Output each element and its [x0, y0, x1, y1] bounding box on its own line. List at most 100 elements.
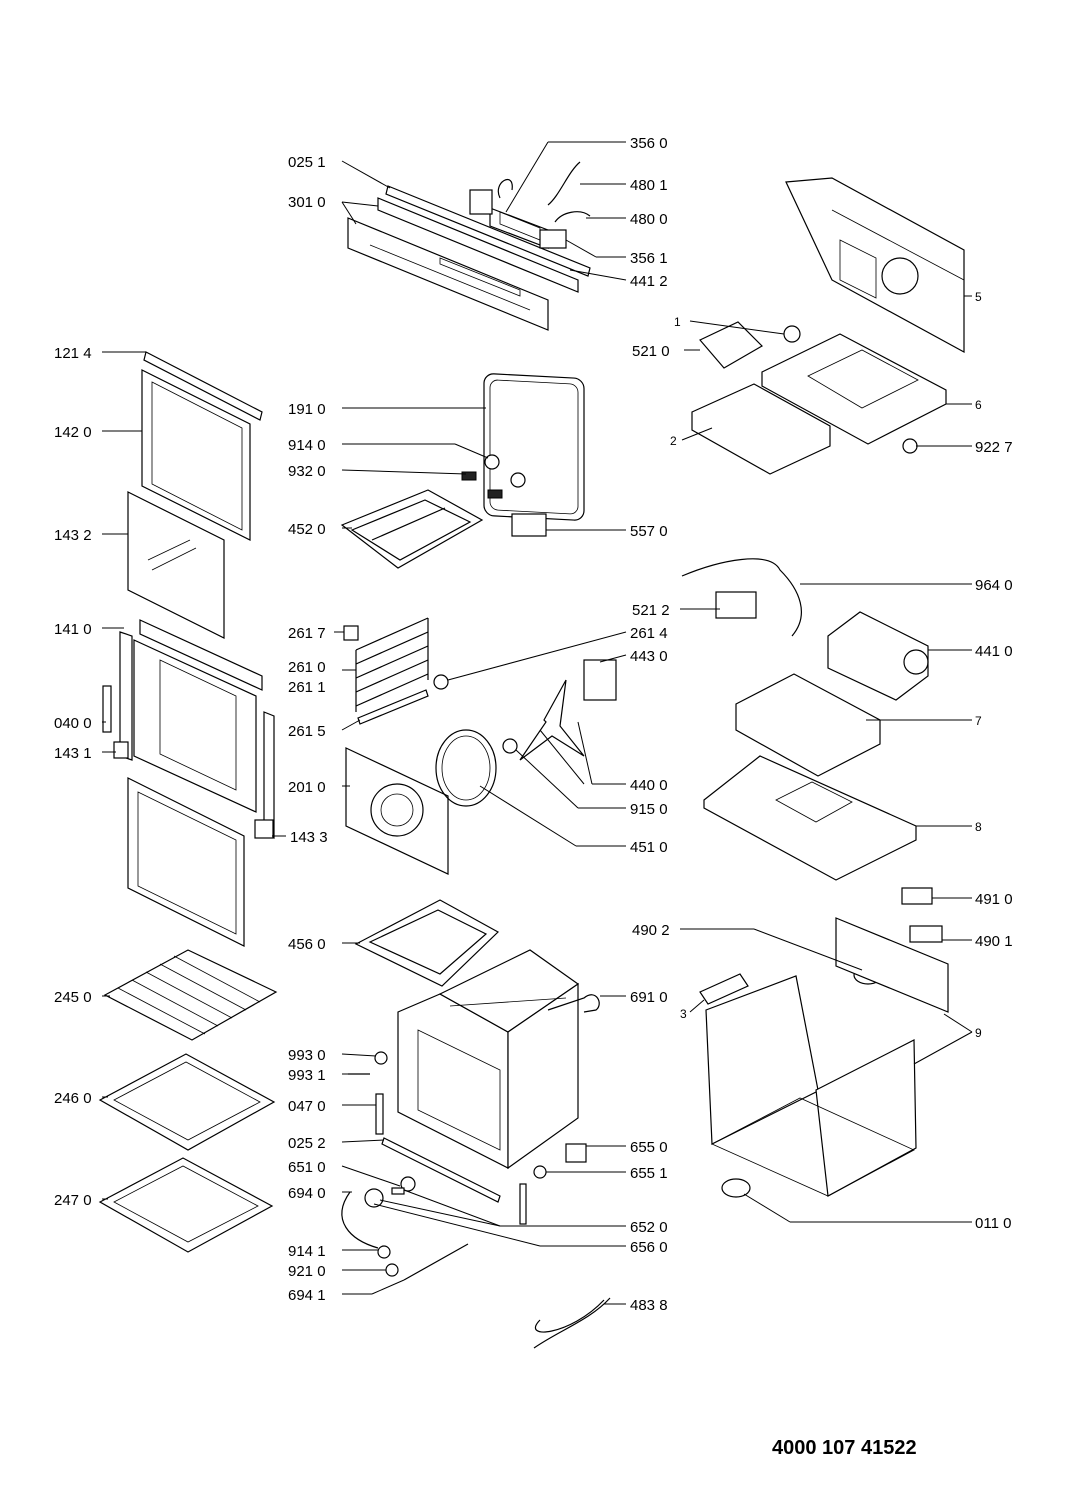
lamp-glass [484, 454, 500, 470]
label-932-0: 932 0 [288, 463, 326, 480]
label-993-1: 993 1 [288, 1067, 326, 1084]
label-246-0: 246 0 [54, 1090, 92, 1107]
door-top-frame [143, 351, 263, 421]
label-261-1: 261 1 [288, 679, 326, 696]
label-483-8: 483 8 [630, 1297, 668, 1314]
terminal-490 [909, 925, 943, 943]
label-441-0: 441 0 [975, 643, 1013, 660]
side-racks [343, 617, 429, 725]
outer-door-glass [141, 369, 251, 541]
label-443-0: 443 0 [630, 648, 668, 665]
label-143-1: 143 1 [54, 745, 92, 762]
grill-element [340, 489, 484, 569]
label-694-0: 694 0 [288, 1185, 326, 1202]
label-201-0: 201 0 [288, 779, 326, 796]
tube-964 [681, 558, 802, 637]
wire-shelf [103, 949, 278, 1041]
switch-655 [565, 1143, 587, 1163]
fan-cover [345, 747, 449, 875]
label-915-0: 915 0 [630, 801, 668, 818]
labels-right-col2: 1 521 0 2 5 6 922 7 964 0 441 0 7 8 491 … [632, 290, 1013, 1232]
power-cord [533, 1297, 611, 1349]
label-914-0: 914 0 [288, 437, 326, 454]
label-261-5: 261 5 [288, 723, 326, 740]
electronic-module [469, 161, 591, 249]
labels-left: 025 1 301 0 121 4 142 0 143 2 141 0 040 … [54, 154, 326, 1209]
label-490-2: 490 2 [632, 922, 670, 939]
label-521-0: 521 0 [632, 343, 670, 360]
rear-panel [785, 177, 965, 354]
label-557-0: 557 0 [630, 523, 668, 540]
label-011-0: 011 0 [975, 1215, 1011, 1232]
knob-652 [364, 1188, 384, 1208]
pcb-521 [699, 321, 763, 369]
label-480-1: 480 1 [630, 177, 668, 194]
label-142-0: 142 0 [54, 424, 92, 441]
cap-993 [374, 1051, 388, 1065]
label-452-0: 452 0 [288, 521, 326, 538]
foot-011 [721, 1178, 751, 1198]
label-047-0: 047 0 [288, 1098, 326, 1115]
label-921-0: 921 0 [288, 1263, 326, 1280]
fan-motor [433, 659, 617, 761]
label-5: 5 [975, 290, 982, 304]
document-number: 4000 107 41522 [772, 1437, 917, 1459]
rear-grill [354, 899, 500, 987]
thermostat [511, 513, 547, 537]
label-441-2: 441 2 [630, 273, 668, 290]
label-2: 2 [670, 434, 677, 448]
label-1: 1 [674, 315, 681, 329]
label-964-0: 964 0 [975, 577, 1013, 594]
part-3 [699, 973, 749, 1005]
label-025-2: 025 2 [288, 1135, 326, 1152]
cooling-fan [827, 611, 929, 701]
plate-2 [691, 383, 831, 475]
inner-door-frame [119, 619, 275, 839]
label-655-0: 655 0 [630, 1139, 668, 1156]
terminal-491 [901, 887, 933, 905]
label-261-7: 261 7 [288, 625, 326, 642]
hinge-143-1 [113, 741, 129, 759]
label-440-0: 440 0 [630, 777, 668, 794]
label-143-3: 143 3 [290, 829, 328, 846]
label-261-0: 261 0 [288, 659, 326, 676]
label-914-1: 914 1 [288, 1243, 326, 1260]
label-301-0: 301 0 [288, 194, 326, 211]
tray-246 [98, 1053, 276, 1151]
base-plate-8 [703, 755, 917, 881]
label-040-0: 040 0 [54, 715, 92, 732]
hinge-040 [102, 685, 112, 733]
inner-door-glass [127, 491, 225, 639]
label-143-2: 143 2 [54, 527, 92, 544]
label-025-1: 025 1 [288, 154, 326, 171]
label-451-0: 451 0 [630, 839, 668, 856]
label-245-0: 245 0 [54, 989, 92, 1006]
door-seal [483, 373, 585, 521]
label-6: 6 [975, 398, 982, 412]
oven-cavity [397, 949, 580, 1170]
label-3: 3 [680, 1007, 687, 1021]
label-652-0: 652 0 [630, 1219, 668, 1236]
labels-right-col1: 356 0 480 1 480 0 356 1 441 2 557 0 521 … [630, 135, 670, 1314]
label-356-0: 356 0 [630, 135, 668, 152]
label-8: 8 [975, 820, 982, 834]
probe-694 [341, 1191, 379, 1249]
label-9: 9 [975, 1026, 982, 1040]
label-247-0: 247 0 [54, 1192, 92, 1209]
control-panel [347, 185, 591, 331]
label-261-4: 261 4 [630, 625, 668, 642]
label-656-0: 656 0 [630, 1239, 668, 1256]
labels-center: 191 0 914 0 932 0 452 0 261 7 261 0 261 … [288, 401, 328, 1304]
label-480-0: 480 0 [630, 211, 668, 228]
label-456-0: 456 0 [288, 936, 326, 953]
label-922-7: 922 7 [975, 439, 1013, 456]
label-691-0: 691 0 [630, 989, 668, 1006]
box-521-2 [715, 591, 757, 619]
label-191-0: 191 0 [288, 401, 326, 418]
grommet-922 [902, 438, 918, 454]
label-356-1: 356 1 [630, 250, 668, 267]
label-7: 7 [975, 714, 982, 728]
label-491-0: 491 0 [975, 891, 1013, 908]
label-490-1: 490 1 [975, 933, 1013, 950]
